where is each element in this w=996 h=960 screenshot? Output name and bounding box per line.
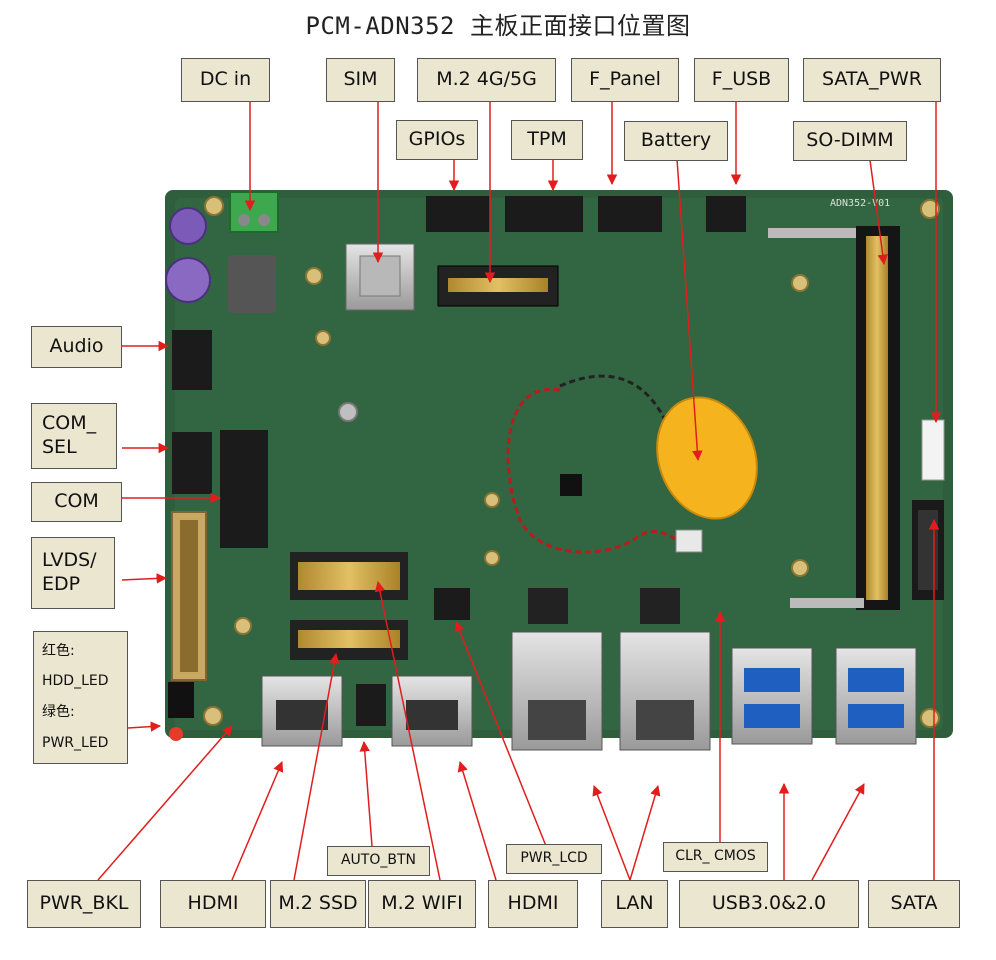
sim-slot xyxy=(345,243,415,311)
label-so-dimm: SO-DIMM xyxy=(793,121,907,161)
label-lan: LAN xyxy=(601,880,668,928)
led-indicator xyxy=(168,682,194,741)
label-led-red: 红色: xyxy=(42,642,75,659)
label-tpm: TPM xyxy=(511,120,583,160)
so-dimm-slot xyxy=(768,226,900,610)
label-dc-in: DC in xyxy=(181,58,270,102)
page-title: PCM-ADN352 主板正面接口位置图 xyxy=(305,12,691,40)
m2-4g5g-slot xyxy=(437,265,559,307)
label-m2-wifi: M.2 WIFI xyxy=(368,880,476,928)
label-com-sel: COM_ SEL xyxy=(31,403,117,469)
label-lvds-line2: EDP xyxy=(42,573,81,595)
label-audio: Audio xyxy=(31,326,122,368)
label-f-panel: F_Panel xyxy=(571,58,679,102)
label-lvds-line1: LVDS/ xyxy=(42,549,97,572)
label-battery: Battery xyxy=(624,121,728,161)
board-silkscreen: ADN352-V01 xyxy=(830,198,890,209)
label-led-hdd: HDD_LED xyxy=(42,673,109,690)
label-led-green: 绿色: xyxy=(42,704,75,721)
label-m2-4g5g: M.2 4G/5G xyxy=(417,58,556,102)
label-sata: SATA xyxy=(868,880,960,928)
lvds-edp-connector xyxy=(171,511,207,681)
battery-assembly xyxy=(506,374,758,554)
label-f-usb: F_USB xyxy=(694,58,789,102)
pin-headers xyxy=(172,196,746,726)
label-lvds-edp: LVDS/ EDP xyxy=(31,537,115,609)
label-hdmi-1: HDMI xyxy=(160,880,266,928)
label-sim: SIM xyxy=(326,58,395,102)
chips xyxy=(528,588,680,624)
label-m2-ssd: M.2 SSD xyxy=(270,880,366,928)
label-hdmi-2: HDMI xyxy=(488,880,578,928)
m2-ssd-wifi-slots xyxy=(290,552,408,660)
lan-ports xyxy=(511,631,711,751)
label-com: COM xyxy=(31,482,122,522)
label-pwr-bkl: PWR_BKL xyxy=(27,880,141,928)
label-led-pwr: PWR_LED xyxy=(42,734,109,751)
callout-arrows xyxy=(97,102,942,881)
dc-in-connector xyxy=(229,191,279,233)
capacitors xyxy=(165,207,276,313)
label-auto-btn: AUTO_BTN xyxy=(327,846,430,876)
label-clr-cmos: CLR_ CMOS xyxy=(663,842,768,872)
mounting-holes xyxy=(203,196,940,728)
label-com-sel-line1: COM_ xyxy=(42,412,97,435)
label-com-sel-line2: SEL xyxy=(42,436,77,458)
label-sata-pwr: SATA_PWR xyxy=(803,58,941,102)
label-usb: USB3.0&2.0 xyxy=(679,880,859,928)
label-pwr-lcd: PWR_LCD xyxy=(506,844,602,874)
label-gpios: GPIOs xyxy=(396,120,478,160)
usb-ports xyxy=(731,647,917,745)
hdmi-ports xyxy=(261,675,473,747)
label-led: 红色: HDD_LED 绿色: PWR_LED xyxy=(33,631,128,764)
